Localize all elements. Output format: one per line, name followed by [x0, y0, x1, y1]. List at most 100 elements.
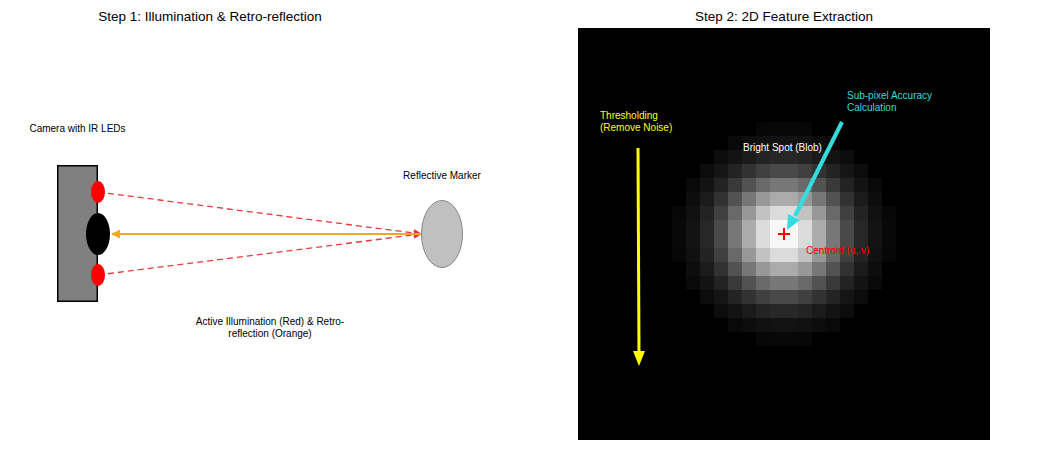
camera-lens: [86, 213, 110, 255]
pixel: [742, 220, 756, 234]
pixel: [756, 290, 770, 304]
pixel: [784, 122, 798, 136]
pixel: [784, 304, 798, 318]
pixel: [714, 304, 728, 318]
blob-label: Bright Spot (Blob): [743, 142, 822, 154]
pixel: [714, 262, 728, 276]
pixel: [700, 220, 714, 234]
pixel: [756, 122, 770, 136]
pixel: [882, 206, 896, 220]
pixel: [770, 220, 784, 234]
pixel: [742, 304, 756, 318]
pixel: [728, 206, 742, 220]
caption-note: Active Illumination (Red) & Retro-reflec…: [195, 316, 345, 339]
pixel: [812, 206, 826, 220]
pixel: [756, 220, 770, 234]
threshold-arrowhead: [633, 351, 645, 366]
threshold-arrow: [638, 148, 639, 352]
pixel: [784, 262, 798, 276]
pixel: [784, 276, 798, 290]
pixel: [840, 304, 854, 318]
pixel: [742, 192, 756, 206]
pixel: [728, 262, 742, 276]
pixel: [868, 234, 882, 248]
pixel: [714, 220, 728, 234]
pixel: [686, 248, 700, 262]
pixel: [826, 220, 840, 234]
pixel: [770, 122, 784, 136]
pixel: [770, 290, 784, 304]
pixel: [728, 150, 742, 164]
pixel: [826, 262, 840, 276]
pixel: [686, 276, 700, 290]
pixel: [714, 192, 728, 206]
pixel: [854, 164, 868, 178]
pixel: [882, 234, 896, 248]
pixel: [672, 234, 686, 248]
pixel: [840, 220, 854, 234]
pixel: [798, 122, 812, 136]
pixel: [784, 164, 798, 178]
camera-body: Camera with IR LEDs: [57, 165, 98, 302]
pixel: [868, 178, 882, 192]
subpixel-arrow: [795, 122, 842, 216]
marker-shape: [421, 200, 463, 268]
pixel: [812, 304, 826, 318]
pixel: [854, 192, 868, 206]
image-panel: [578, 28, 990, 440]
illumination-ray: [98, 192, 421, 234]
pixel: [840, 276, 854, 290]
pixel: [784, 192, 798, 206]
pixel: [686, 206, 700, 220]
centroid-label: Centroid (u, v): [806, 245, 869, 257]
pixel: [672, 248, 686, 262]
panel-title: Step 2: 2D Feature Extraction: [695, 9, 873, 25]
pixel: [798, 164, 812, 178]
pixel: [728, 192, 742, 206]
pixel: [770, 192, 784, 206]
pixel: [728, 248, 742, 262]
pixel: [868, 248, 882, 262]
pixel: [826, 304, 840, 318]
pixel: [728, 220, 742, 234]
pixel: [742, 206, 756, 220]
pixel: [700, 178, 714, 192]
pixel: [728, 136, 742, 150]
pixel: [798, 262, 812, 276]
pixel: [854, 220, 868, 234]
pixel: [798, 318, 812, 332]
ir-led: [91, 181, 105, 203]
pixel: [826, 276, 840, 290]
pixel: [714, 276, 728, 290]
pixel: [756, 234, 770, 248]
pixel: [826, 164, 840, 178]
pixel: [756, 276, 770, 290]
pixel: [812, 262, 826, 276]
pixel: [700, 262, 714, 276]
pixel: [756, 192, 770, 206]
pixel: [700, 164, 714, 178]
pixel: [812, 192, 826, 206]
pixel: [770, 276, 784, 290]
pixel: [770, 178, 784, 192]
pixel: [728, 164, 742, 178]
pixel: [868, 220, 882, 234]
pixel: [756, 332, 770, 346]
pixel: [756, 206, 770, 220]
pixel: [714, 248, 728, 262]
pixel: [770, 318, 784, 332]
reflective-marker: Reflective Marker: [421, 200, 463, 268]
pixel: [756, 304, 770, 318]
pixel: [756, 248, 770, 262]
pixel: [742, 248, 756, 262]
pixel: [742, 262, 756, 276]
pixel: [798, 290, 812, 304]
pixel: [700, 206, 714, 220]
pixel: [700, 192, 714, 206]
pixel: [868, 206, 882, 220]
pixel: [812, 290, 826, 304]
pixel: [826, 318, 840, 332]
centroid-mark: [783, 228, 785, 240]
